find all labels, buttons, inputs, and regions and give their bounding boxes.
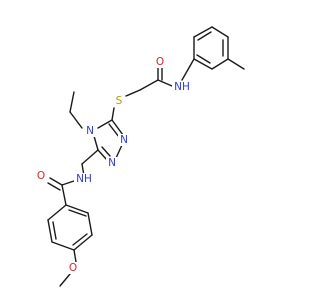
atom-n1-label: N [120, 134, 128, 146]
bond-c3-n2-2 [101, 146, 111, 157]
bond-c5-n4 [97, 119, 113, 129]
atom-nh-bottom: NH [74, 173, 94, 185]
atom-methoxy-o: O [67, 262, 79, 274]
bond-anisyl-5b [52, 221, 57, 240]
bond-anisyl-3b [72, 233, 88, 246]
bond-ch2-s [125, 89, 141, 97]
atom-n2-label: N [108, 157, 116, 169]
bond-tolyl-6b [197, 31, 212, 41]
atom-o-bottom-label: O [37, 170, 45, 182]
bond-ring-methoxy-o [73, 249, 77, 263]
bond-ethyl-2 [69, 91, 75, 113]
bond-anisyl-1 [65, 204, 89, 214]
bond-carbonyl-o-bottom-2 [47, 182, 61, 191]
bond-anisyl-5 [47, 219, 53, 243]
bond-n1-c5-1 [111, 119, 124, 136]
atom-s-label: S [116, 95, 123, 107]
bond-n2-n1 [115, 144, 123, 159]
atom-n4-label: N [86, 125, 94, 137]
atom-n1: N [118, 134, 130, 146]
atom-s: S [113, 95, 125, 107]
atom-o-top-label: O [156, 56, 164, 68]
bond-nh-carbonyl-top [157, 79, 173, 87]
atom-o-top: O [154, 56, 166, 68]
bond-tolyl-4 [193, 58, 213, 70]
bond-tolyl-1 [211, 26, 229, 38]
bond-anisyl-4 [51, 241, 75, 251]
bond-n4-ethyl-1 [69, 111, 83, 129]
bond-ring-nh [181, 58, 195, 81]
atom-n2: N [106, 157, 118, 169]
atom-nh-bottom-label: NH [76, 173, 92, 185]
atom-nh-top-label: NH [174, 81, 190, 93]
bond-anisyl-1b [68, 209, 87, 217]
bond-tolyl-6 [193, 26, 213, 38]
bond-methyl [227, 58, 245, 70]
bond-anisyl-3 [73, 234, 93, 251]
atom-n4: N [84, 125, 96, 137]
bond-s-c5 [111, 107, 115, 121]
atom-labels: O NH S N N N O NH [35, 56, 192, 274]
bond-tolyl-3 [211, 58, 229, 70]
atom-o-bottom: O [35, 170, 47, 182]
bonds [47, 26, 245, 287]
atom-nh-top: NH [172, 81, 192, 93]
molecule-structure: O NH S N N N O NH [35, 26, 245, 287]
bond-anisyl-6 [47, 204, 67, 221]
bond-carbonyl-o-bottom-1 [49, 177, 63, 186]
bond-carbonyl-ring [61, 184, 67, 206]
bond-methoxy-ch3 [59, 273, 71, 287]
bond-tolyl-4b [196, 54, 211, 64]
bond-nh-carbonyl-bottom [61, 180, 75, 186]
bond-carbonyl-ch2 [139, 79, 159, 91]
bond-anisyl-2 [87, 212, 93, 236]
atom-methoxy-o-label: O [69, 262, 77, 274]
bond-c3-n2-1 [97, 149, 108, 161]
bond-n4-c3 [93, 135, 99, 151]
bond-n1-c5-2 [108, 123, 120, 138]
bond-c3-ch2 [81, 149, 99, 165]
